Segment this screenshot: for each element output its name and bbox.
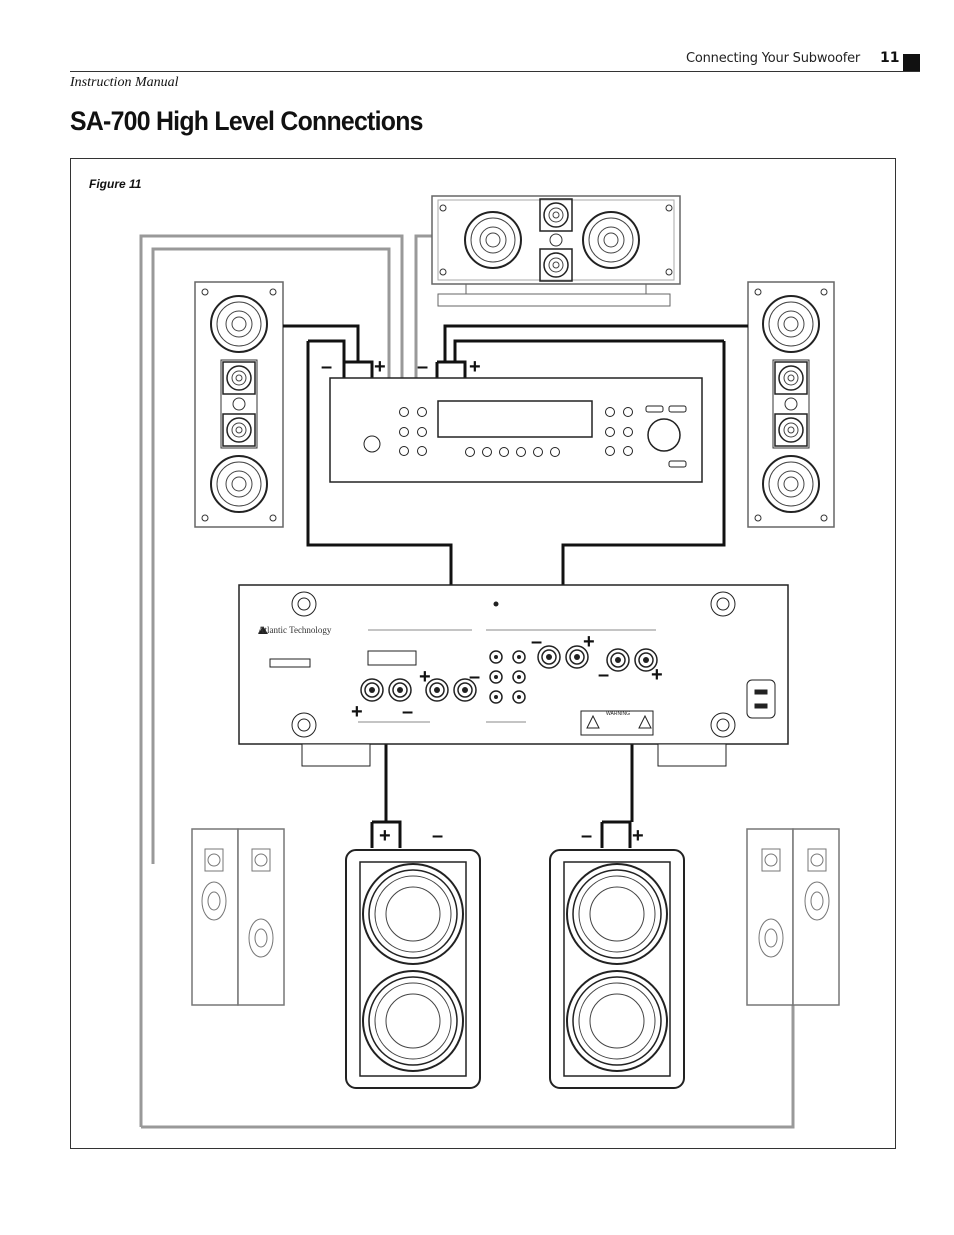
- polarity-plus: +: [351, 701, 363, 723]
- warning-label: WARNING: [606, 711, 630, 717]
- page-marker: [903, 54, 920, 71]
- polarity-minus: –: [402, 701, 413, 723]
- rear-speaker-wires: [139, 234, 795, 1129]
- polarity-plus: +: [379, 825, 391, 847]
- section-title: Connecting Your Subwoofer: [686, 51, 861, 66]
- manual-label: Instruction Manual: [70, 75, 179, 90]
- polarity-minus: –: [531, 631, 542, 653]
- rear-right-speakers: [746, 828, 840, 1006]
- polarity-plus: +: [632, 825, 644, 847]
- polarity-minus: –: [321, 356, 332, 378]
- front-right-speaker: [747, 281, 835, 528]
- brand-logo-text: Atlantic Technology: [258, 625, 332, 635]
- av-receiver: [329, 377, 703, 483]
- figure-frame: [70, 158, 896, 1149]
- polarity-plus: +: [651, 664, 663, 686]
- center-speaker: [431, 195, 681, 307]
- polarity-minus: –: [598, 664, 609, 686]
- polarity-minus: –: [417, 356, 428, 378]
- page-number: 11: [880, 50, 900, 66]
- header-rule: [70, 71, 920, 72]
- subwoofer-right: [549, 849, 685, 1089]
- polarity-plus: +: [419, 666, 431, 688]
- polarity-minus: –: [469, 666, 480, 688]
- polarity-plus: +: [583, 631, 595, 653]
- front-left-speaker: [194, 281, 284, 528]
- polarity-minus: –: [432, 825, 443, 847]
- page-title: SA-700 High Level Connections: [70, 106, 423, 136]
- sa700-amplifier: [238, 584, 789, 767]
- polarity-minus: –: [581, 825, 592, 847]
- rear-left-speakers: [191, 828, 285, 1006]
- subwoofer-left: [345, 849, 481, 1089]
- polarity-plus: +: [469, 356, 481, 378]
- figure-label: Figure 11: [89, 177, 142, 191]
- polarity-plus: +: [374, 356, 386, 378]
